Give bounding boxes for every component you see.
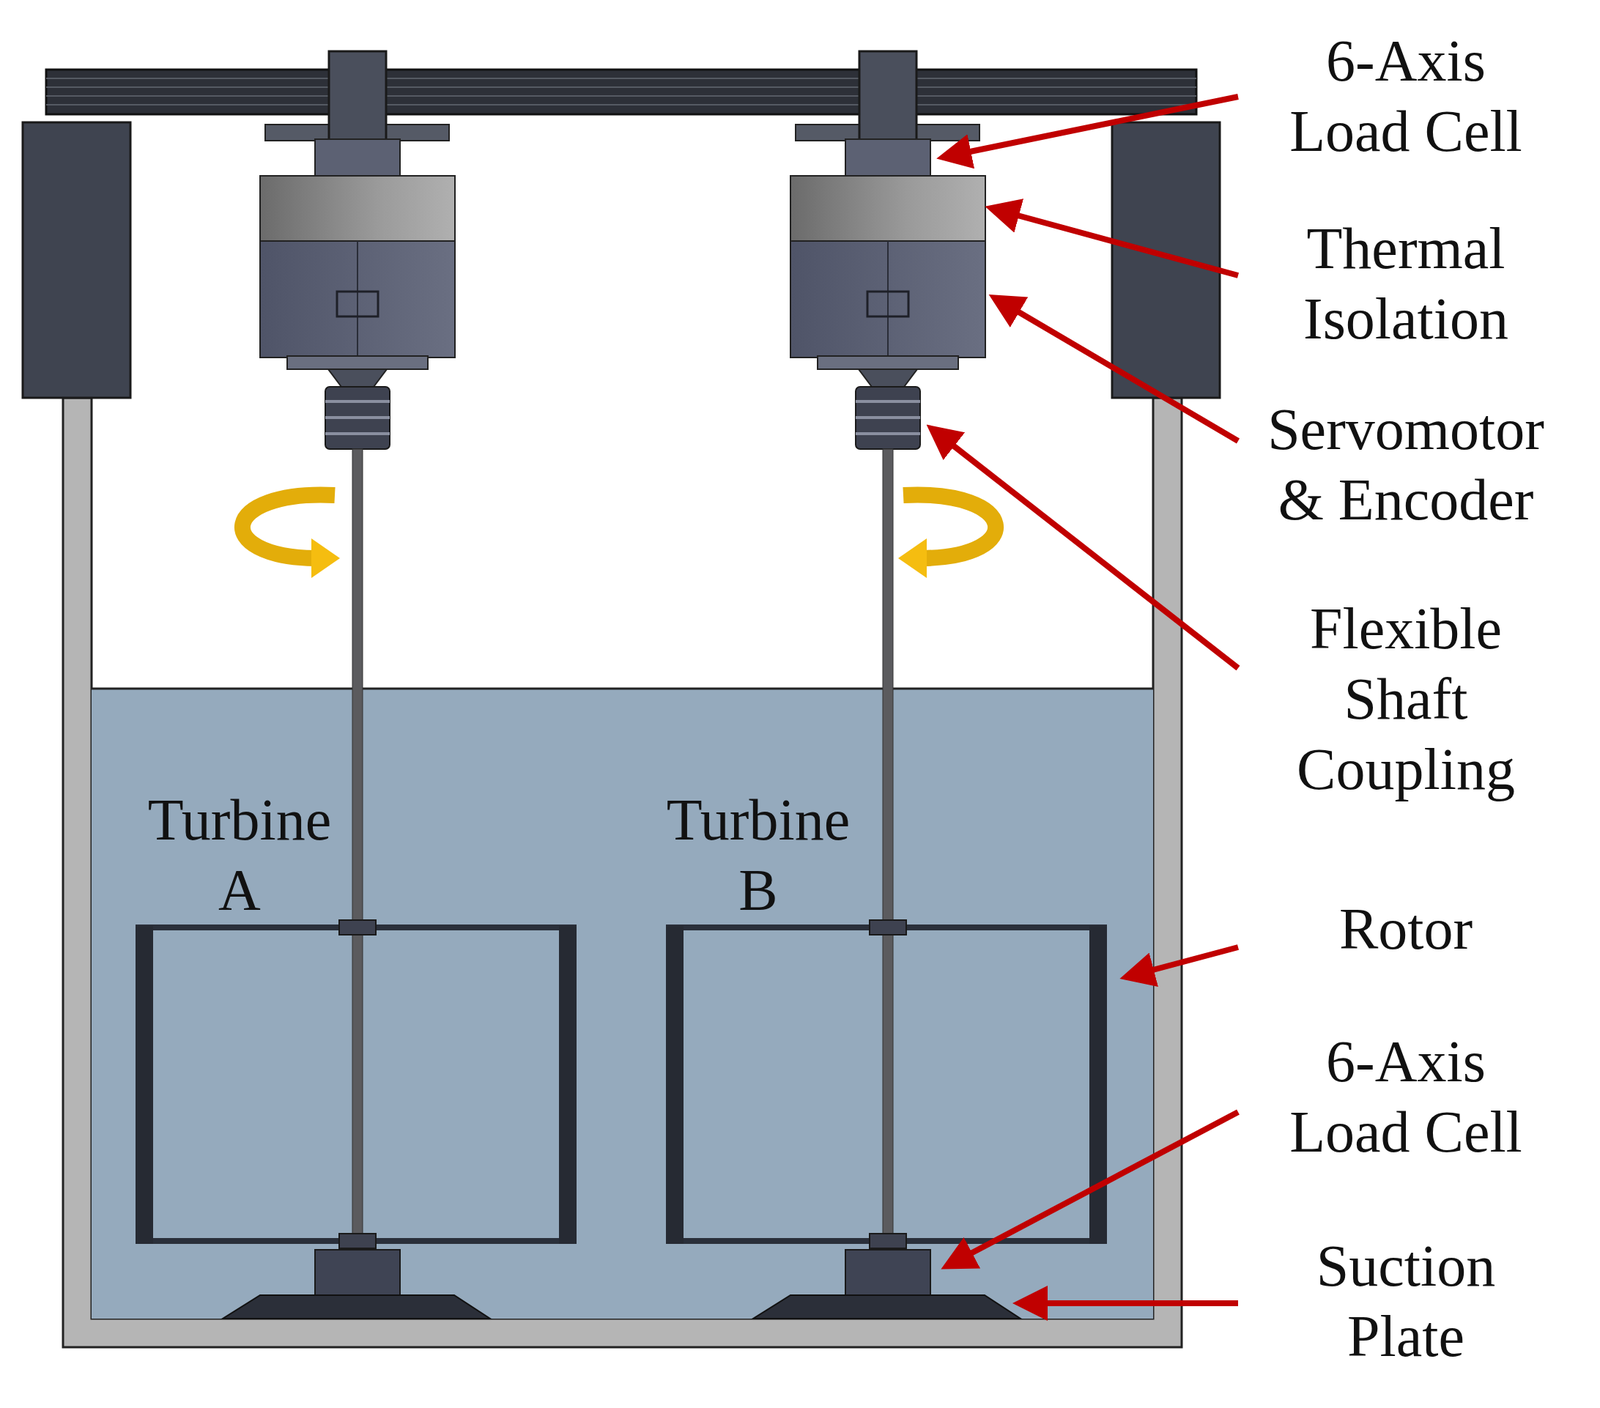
support-block [22, 122, 131, 398]
rail-groove [46, 95, 1197, 97]
rail-groove [46, 86, 1197, 88]
top-rail [46, 69, 1197, 115]
part-label: 6-Axis Load Cell [1273, 25, 1538, 167]
leader-arrow [945, 96, 1239, 157]
leader-arrow [1128, 947, 1239, 977]
rotation-arrow-head [898, 538, 927, 579]
part-label: Flexible Shaft Coupling [1281, 593, 1531, 805]
part-label: Suction Plate [1303, 1230, 1509, 1372]
rail-groove [46, 104, 1197, 106]
rail-groove [46, 77, 1197, 80]
part-label: Thermal Isolation [1288, 213, 1524, 354]
turbine-a-assembly [135, 51, 577, 1319]
leader-arrow [996, 298, 1239, 442]
support-block [1112, 122, 1220, 398]
rotation-arrow-head [311, 538, 340, 579]
leader-arrow [933, 430, 1239, 669]
leader-arrow [993, 208, 1239, 276]
water [91, 688, 1154, 1319]
part-label: 6-Axis Load Cell [1273, 1026, 1538, 1168]
leader-arrow [1021, 1300, 1239, 1307]
leader-arrow [948, 1112, 1239, 1266]
turbine-b-assembly [665, 51, 1107, 1319]
turbine-label: Turbine B [652, 784, 865, 926]
part-label: Servomotor & Encoder [1252, 394, 1560, 535]
water-surface [91, 687, 1154, 691]
tank-wall [63, 397, 1182, 1348]
turbine-label: Turbine A [133, 784, 346, 926]
part-label: Rotor [1295, 893, 1516, 965]
